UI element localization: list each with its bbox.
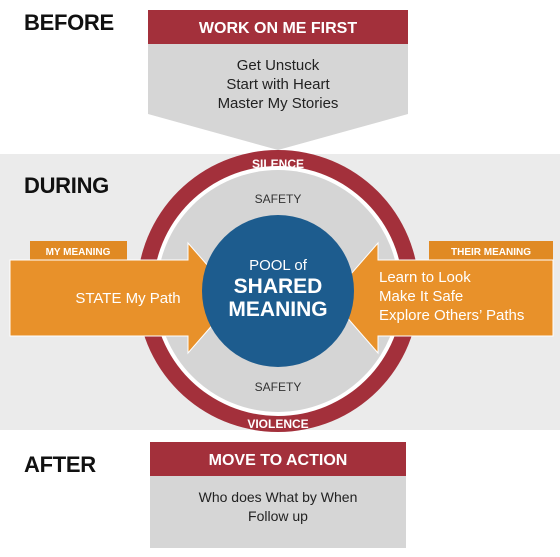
silence-label: SILENCE (252, 157, 304, 171)
their-meaning-arrow: THEIR MEANING Learn to Look Make It Safe… (329, 241, 554, 355)
pool-line1: POOL of (249, 257, 308, 274)
safety-bottom-label: SAFETY (255, 380, 302, 394)
their-meaning-item: Learn to Look (379, 269, 471, 286)
my-meaning-tab (30, 241, 127, 260)
after-item: Who does What by When (199, 489, 358, 505)
after-item: Follow up (248, 508, 308, 524)
their-meaning-tab (429, 241, 553, 260)
before-item: Start with Heart (226, 76, 330, 93)
phase-before-label: BEFORE (24, 10, 114, 35)
violence-label: VIOLENCE (247, 417, 308, 431)
before-item: Get Unstuck (237, 57, 320, 74)
phase-during-label: DURING (24, 173, 109, 198)
before-title: WORK ON ME FIRST (199, 20, 357, 37)
pool-line2: SHARED (234, 275, 323, 298)
before-box: WORK ON ME FIRST Get Unstuck Start with … (148, 10, 408, 150)
pool-of-shared-meaning: POOL of SHARED MEANING (202, 215, 354, 367)
their-meaning-item: Make It Safe (379, 288, 463, 305)
safety-top-label: SAFETY (255, 192, 302, 206)
before-title-bar (148, 10, 408, 44)
my-meaning-text: STATE My Path (75, 290, 180, 307)
pool-line3: MEANING (228, 298, 327, 321)
after-box: MOVE TO ACTION Who does What by When Fol… (150, 442, 406, 548)
pool-circle (202, 215, 354, 367)
after-title: MOVE TO ACTION (209, 452, 348, 469)
phase-after-label: AFTER (24, 452, 96, 477)
after-body (150, 476, 406, 548)
my-meaning-arrow: MY MEANING STATE My Path (9, 241, 237, 355)
their-meaning-arrow-shape (329, 241, 554, 355)
before-item: Master My Stories (218, 95, 339, 112)
after-title-bar (150, 442, 406, 476)
before-arrow-shape (148, 44, 408, 150)
my-meaning-tab-label: MY MEANING (46, 247, 111, 258)
their-meaning-item: Explore Others’ Paths (379, 307, 524, 324)
their-meaning-tab-label: THEIR MEANING (451, 247, 531, 258)
